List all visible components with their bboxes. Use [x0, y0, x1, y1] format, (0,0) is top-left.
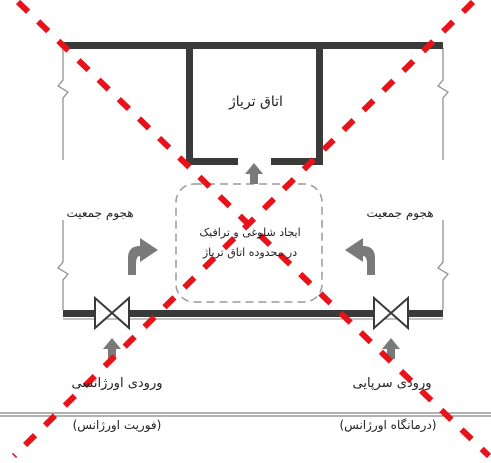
- congestion-area-outline: [175, 183, 323, 303]
- bottom-wall: [63, 310, 443, 317]
- right-double-door: [373, 295, 409, 331]
- entrance-emergency-sub: (فوریت اورژانس): [72, 418, 162, 432]
- left-double-door: [94, 295, 130, 331]
- crowd-arrow-right-icon: [345, 238, 388, 275]
- entrance-arrow-left-icon: [103, 338, 121, 359]
- congestion-note-line2: در محدوده اتاق تریاژ: [202, 246, 298, 259]
- congestion-note-line1: ایجاد شلوغی و ترافیک: [199, 226, 301, 239]
- entrance-outpatient-sub: (درمانگاه اورژانس): [339, 418, 437, 432]
- red-cross-mark: [11, 0, 491, 459]
- entrance-emergency-label: ورودی اورژانسی: [71, 376, 163, 391]
- entrance-arrow-right-icon: [382, 338, 400, 359]
- triage-room-label: اتاق تریاژ: [229, 94, 283, 110]
- crowd-arrow-left-icon: [115, 238, 158, 275]
- entrance-outpatient-label: ورودی سرپایی: [352, 376, 432, 391]
- top-wall: [63, 42, 443, 49]
- arrow-into-triage-icon: [245, 163, 263, 184]
- triage-room-walls: [186, 49, 323, 165]
- crowd-right-label: هجوم جمعیت: [366, 206, 434, 220]
- outer-walls: [57, 48, 449, 310]
- crowd-left-label: هجوم جمعیت: [66, 206, 134, 220]
